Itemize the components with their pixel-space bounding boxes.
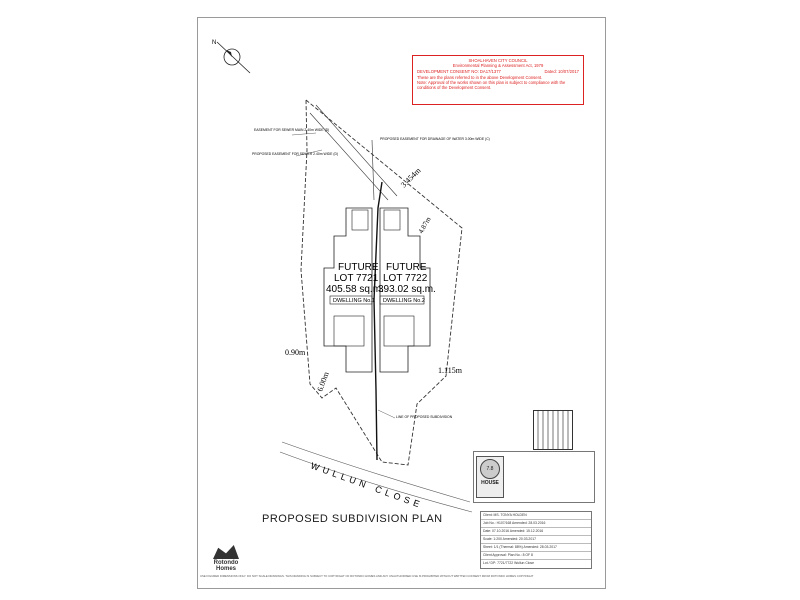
- stamp-note: Note: Approval of the works shown on thi…: [417, 79, 566, 91]
- title-block-row: Date: 07.10.2016 Amended: 15.12.2016: [481, 528, 591, 536]
- copyright-footer: USE FIGURED DIMENSIONS ONLY. DO NOT SCAL…: [200, 574, 534, 578]
- hia-badge: 7.8 HOUSE: [476, 456, 504, 498]
- badge-house: HOUSE: [481, 480, 499, 486]
- logo-mark-icon: [213, 545, 239, 559]
- logo-line2: Homes: [215, 566, 236, 572]
- page-title: PROPOSED SUBDIVISION PLAN: [262, 513, 443, 525]
- title-block-row: Sheet: 1/1 (Thermal: 88%) Amended: 28.03…: [481, 544, 591, 552]
- title-block-row: Client: MS. TONYA HOLDEN: [481, 512, 591, 520]
- title-block-row: Scale: 1:200 Amended: 20.03.2017: [481, 536, 591, 544]
- council-approval-stamp: SHOALHAVEN CITY COUNCIL Environmental Pl…: [412, 55, 584, 105]
- stamp-act: Environmental Planning & Assessment Act,…: [452, 63, 544, 69]
- stamp-line1: These are the plans referred to in the a…: [417, 74, 543, 80]
- title-block-row: Client Approval: Plan No.: 8 OF 8: [481, 552, 591, 560]
- stamp-dated: Dated: 10/07/2017: [544, 69, 579, 75]
- title-block-row: Job No.: H107/168 Amended: 28.03.2016: [481, 520, 591, 528]
- title-block-row: Lot / DP: 7721/7722 Wullun Close: [483, 561, 535, 565]
- stamp-consent-number: DEVELOPMENT CONSENT NO: DA17/1377: [417, 69, 501, 75]
- qr-code-icon: [533, 410, 573, 450]
- badge-number: 7.8: [480, 459, 500, 479]
- info-block: [473, 451, 595, 503]
- title-block: Client: MS. TONYA HOLDEN Job No.: H107/1…: [480, 511, 592, 569]
- company-logo: Rotondo Homes: [211, 545, 241, 572]
- logo-line1: Rotondo: [213, 560, 239, 566]
- stamp-council: SHOALHAVEN CITY COUNCIL: [468, 58, 528, 63]
